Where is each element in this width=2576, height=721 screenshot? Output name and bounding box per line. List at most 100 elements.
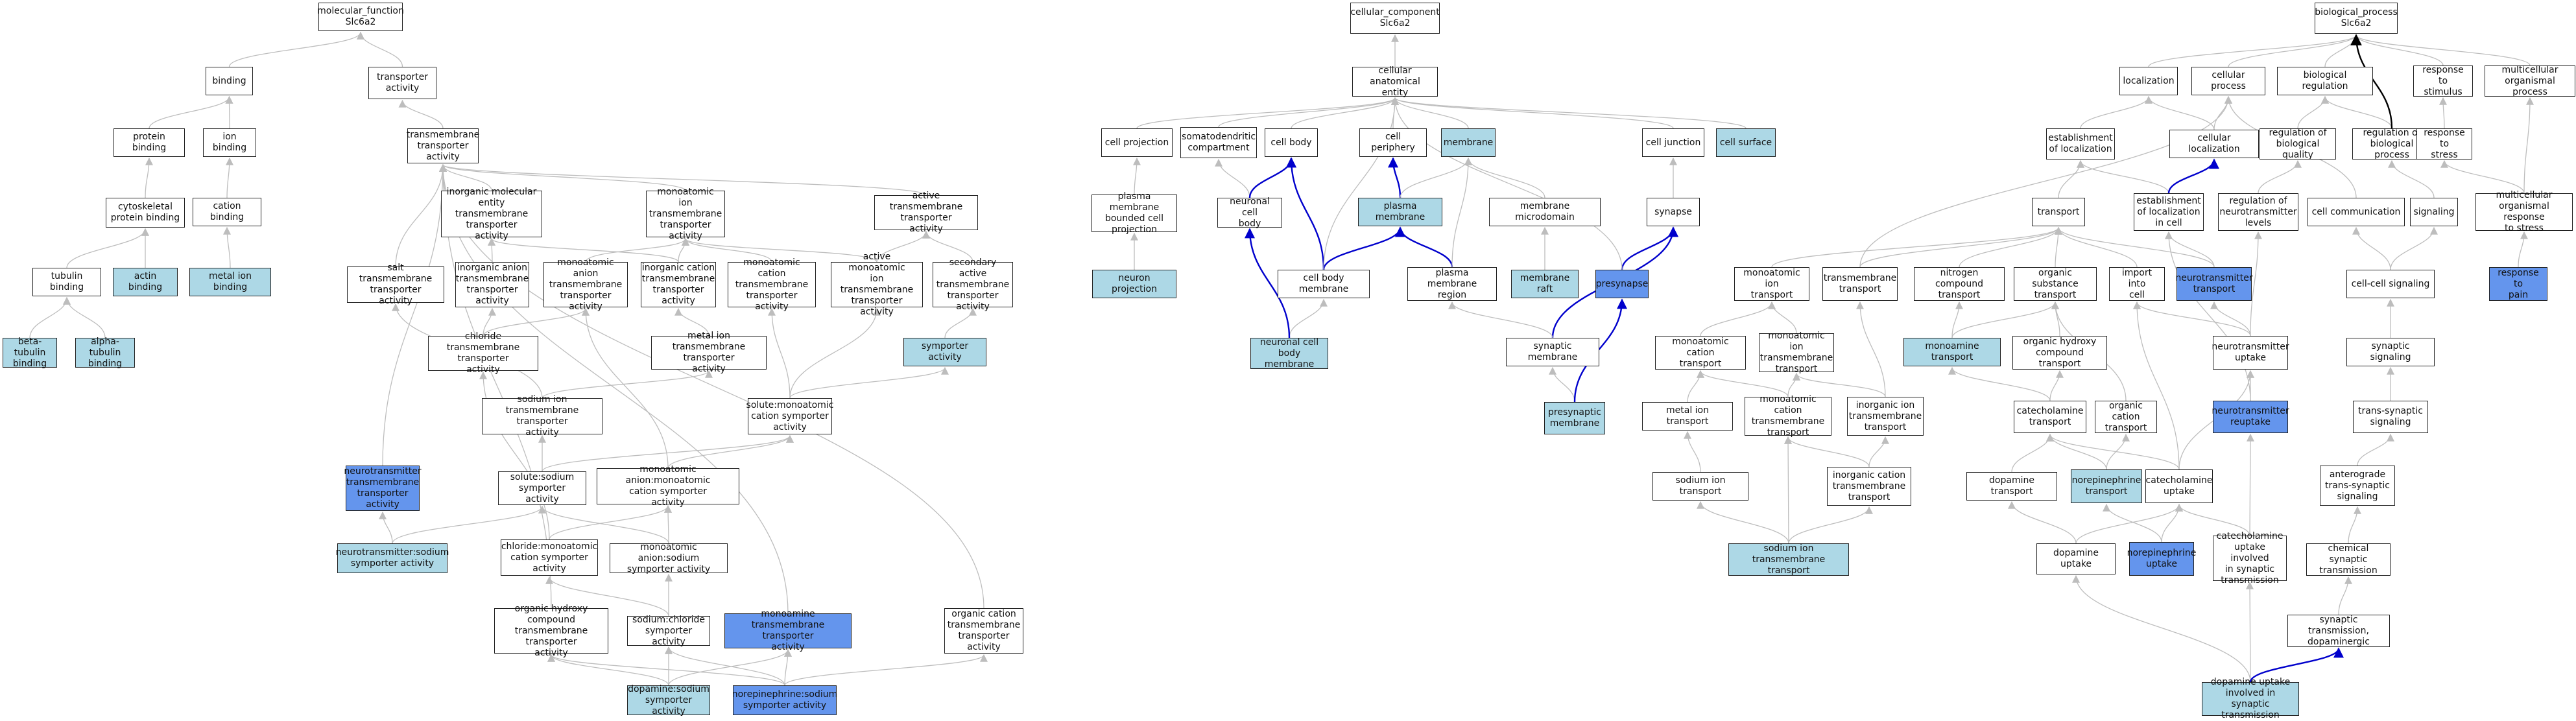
node-active-tm[interactable]: active transmembrane transporter activit… <box>874 191 978 234</box>
node-inorganic-ion-tm-transport[interactable]: inorganic ion transmembrane transport <box>1847 397 1924 436</box>
node-cell-body[interactable]: cell body <box>1265 128 1318 157</box>
node-solute-monoatomic-cation-symporter[interactable]: solute:monoatomic cation symporter activ… <box>746 398 833 434</box>
node-presynapse[interactable]: presynapse <box>1595 270 1649 298</box>
node-cell-surface[interactable]: cell surface <box>1716 128 1776 157</box>
node-sodium-ion-tm[interactable]: sodium ion transmembrane transporter act… <box>482 394 602 438</box>
node-biological-regulation[interactable]: biological regulation <box>2277 67 2373 95</box>
node-regulation-nt-levels[interactable]: regulation of neurotransmitter levels <box>2218 193 2298 231</box>
node-cell-communication[interactable]: cell communication <box>2308 198 2405 226</box>
node-cellular-localization[interactable]: cellular localization <box>2169 130 2259 158</box>
node-organic-substance-transport[interactable]: organic substance transport <box>2014 267 2097 301</box>
node-nitrogen-compound-transport[interactable]: nitrogen compound transport <box>1914 267 2005 301</box>
node-response-to-stimulus[interactable]: response to stimulus <box>2413 65 2473 97</box>
node-organic-hydroxy-tm[interactable]: organic hydroxy compound transmembrane t… <box>494 604 608 658</box>
node-metal-ion-binding[interactable]: metal ion binding <box>189 268 271 296</box>
node-monoatomic-ion-transport[interactable]: monoatomic ion transport <box>1734 267 1809 301</box>
node-norepinephrine-uptake[interactable]: norepinephrine uptake <box>2127 542 2196 576</box>
node-membrane-microdomain[interactable]: membrane microdomain <box>1489 198 1601 226</box>
node-catecholamine-uptake[interactable]: catecholamine uptake <box>2145 469 2213 503</box>
node-neurotransmitter-sodium-symporter[interactable]: neurotransmitter:sodium symporter activi… <box>336 543 449 573</box>
node-regulation-biological-quality[interactable]: regulation of biological quality <box>2260 128 2336 160</box>
node-establishment-localization-in-cell[interactable]: establishment of localization in cell <box>2134 193 2204 231</box>
node-transporter-activity[interactable]: transporter activity <box>368 67 436 99</box>
node-protein-binding[interactable]: protein binding <box>113 128 185 157</box>
node-pm-region[interactable]: plasma membrane region <box>1407 267 1497 301</box>
node-chemical-synaptic-transmission[interactable]: chemical synaptic transmission <box>2306 543 2391 576</box>
node-tubulin-binding[interactable]: tubulin binding <box>32 268 101 296</box>
node-membrane[interactable]: membrane <box>1441 128 1496 157</box>
node-cellular-component[interactable]: cellular_component Slc6a2 <box>1350 3 1440 34</box>
node-neuronal-cell-body-membrane[interactable]: neuronal cell body membrane <box>1250 337 1328 370</box>
node-monoatomic-cation-tm[interactable]: monoatomic cation transmembrane transpor… <box>728 257 816 312</box>
node-transmembrane-transporter-activity[interactable]: transmembrane transporter activity <box>407 128 479 163</box>
node-import-into-cell[interactable]: import into cell <box>2109 267 2165 301</box>
node-chloride-tm[interactable]: chloride transmembrane transporter activ… <box>428 331 538 375</box>
node-norepinephrine-transport[interactable]: norepinephrine transport <box>2071 469 2142 503</box>
node-membrane-raft[interactable]: membrane raft <box>1511 270 1579 298</box>
node-trans-synaptic-signaling[interactable]: trans-synaptic signaling <box>2353 401 2428 433</box>
node-monoatomic-anion-tm[interactable]: monoatomic anion transmembrane transport… <box>543 257 628 312</box>
node-sodium-ion-tm-transport[interactable]: sodium ion transmembrane transport <box>1728 543 1849 576</box>
node-salt-tm[interactable]: salt transmembrane transporter activity <box>347 263 444 306</box>
node-cell-junction[interactable]: cell junction <box>1642 128 1704 157</box>
node-presynaptic-membrane[interactable]: presynaptic membrane <box>1544 402 1605 434</box>
node-transport[interactable]: transport <box>2032 198 2085 226</box>
node-organic-cation-transport[interactable]: organic cation transport <box>2095 401 2157 433</box>
node-metal-ion-tm[interactable]: metal ion transmembrane transporter acti… <box>651 331 767 374</box>
node-cell-cell-signaling[interactable]: cell-cell signaling <box>2346 270 2435 298</box>
node-monoatomic-anion-monoatomic-cation-symporter[interactable]: monoatomic anion:monoatomic cation sympo… <box>597 464 739 508</box>
node-inorganic-cation-tm[interactable]: inorganic cation transmembrane transport… <box>641 262 716 307</box>
node-neuronal-cell-body[interactable]: neuronal cell body <box>1217 196 1282 229</box>
node-synaptic-membrane[interactable]: synaptic membrane <box>1506 338 1599 366</box>
node-localization[interactable]: localization <box>2119 67 2178 95</box>
node-monoatomic-ion-tm-transport[interactable]: monoatomic ion transmembrane transport <box>1759 331 1834 374</box>
node-metal-ion-transport[interactable]: metal ion transport <box>1642 402 1733 431</box>
node-ion-binding[interactable]: ion binding <box>203 128 256 157</box>
node-pm-bounded-cell-projection[interactable]: plasma membrane bounded cell projection <box>1091 191 1177 235</box>
node-synaptic-transmission-dopaminergic[interactable]: synaptic transmission, dopaminergic <box>2287 615 2390 647</box>
node-monoatomic-anion-sodium-symporter[interactable]: monoatomic anion:sodium symporter activi… <box>610 542 728 574</box>
node-monoamine-tm-transporter[interactable]: monoamine transmembrane transporter acti… <box>724 609 852 652</box>
node-cation-binding[interactable]: cation binding <box>193 198 261 226</box>
node-catecholamine-transport[interactable]: catecholamine transport <box>2014 401 2086 433</box>
node-biological-process[interactable]: biological_process Slc6a2 <box>2315 3 2398 34</box>
node-dopamine-sodium-symporter[interactable]: dopamine:sodium symporter activity <box>627 683 710 716</box>
node-cytoskeletal-protein-binding[interactable]: cytoskeletal protein binding <box>106 198 185 228</box>
node-binding[interactable]: binding <box>206 67 253 95</box>
node-alpha-tubulin-binding[interactable]: alpha-tubulin binding <box>75 337 135 369</box>
node-beta-tubulin-binding[interactable]: beta-tubulin binding <box>3 337 57 369</box>
node-neuron-projection[interactable]: neuron projection <box>1092 270 1176 298</box>
node-transmembrane-transport[interactable]: transmembrane transport <box>1822 267 1898 301</box>
node-secondary-active-tm[interactable]: secondary active transmembrane transport… <box>933 257 1013 312</box>
node-actin-binding[interactable]: actin binding <box>113 268 178 296</box>
node-multicellular-response-to-stress[interactable]: multicellular organismal response to str… <box>2475 190 2573 233</box>
node-solute-sodium-symporter[interactable]: solute:sodium symporter activity <box>498 471 586 505</box>
node-plasma-membrane[interactable]: plasma membrane <box>1358 198 1442 226</box>
node-multicellular-organismal-process[interactable]: multicellular organismal process <box>2485 65 2575 97</box>
node-monoamine-transport[interactable]: monoamine transport <box>1903 338 2001 366</box>
node-organic-cation-tm[interactable]: organic cation transmembrane transporter… <box>944 608 1023 654</box>
node-monoatomic-cation-transport[interactable]: monoatomic cation transport <box>1655 336 1746 370</box>
node-inorganic-anion-tm[interactable]: inorganic anion transmembrane transporte… <box>455 262 529 307</box>
node-cell-projection[interactable]: cell projection <box>1101 128 1173 157</box>
node-sodium-chloride-symporter[interactable]: sodium:chloride symporter activity <box>627 615 710 647</box>
node-response-to-stress[interactable]: response to stress <box>2416 128 2472 160</box>
node-synaptic-signaling[interactable]: synaptic signaling <box>2346 338 2435 366</box>
node-inorganic-cation-tm-transport[interactable]: inorganic cation transmembrane transport <box>1827 467 1911 506</box>
node-symporter-activity[interactable]: symporter activity <box>903 338 986 366</box>
node-synapse[interactable]: synapse <box>1647 198 1700 226</box>
node-monoatomic-ion-tm[interactable]: monoatomic ion transmembrane transporter… <box>646 187 725 241</box>
node-dopamine-transport[interactable]: dopamine transport <box>1966 472 2057 501</box>
node-establishment-of-localization[interactable]: establishment of localization <box>2046 128 2115 160</box>
node-monoatomic-cation-tm-transport[interactable]: monoatomic cation transmembrane transpor… <box>1745 394 1831 438</box>
node-signaling[interactable]: signaling <box>2410 198 2458 226</box>
node-norepinephrine-sodium-symporter[interactable]: norepinephrine:sodium symporter activity <box>732 685 837 715</box>
node-neurotransmitter-uptake[interactable]: neurotransmitter uptake <box>2212 336 2289 370</box>
node-response-to-pain[interactable]: response to pain <box>2489 267 2547 301</box>
node-cellular-process[interactable]: cellular process <box>2191 67 2265 95</box>
node-neurotransmitter-tm-transporter[interactable]: neurotransmitter transmembrane transport… <box>344 466 422 511</box>
node-catecholamine-uptake-synaptic[interactable]: catecholamine uptake involved in synapti… <box>2213 531 2287 585</box>
node-neurotransmitter-transport[interactable]: neurotransmitter transport <box>2175 267 2253 301</box>
node-cellular-anatomical-entity[interactable]: cellular anatomical entity <box>1352 65 1438 98</box>
node-cell-body-membrane[interactable]: cell body membrane <box>1278 270 1370 298</box>
